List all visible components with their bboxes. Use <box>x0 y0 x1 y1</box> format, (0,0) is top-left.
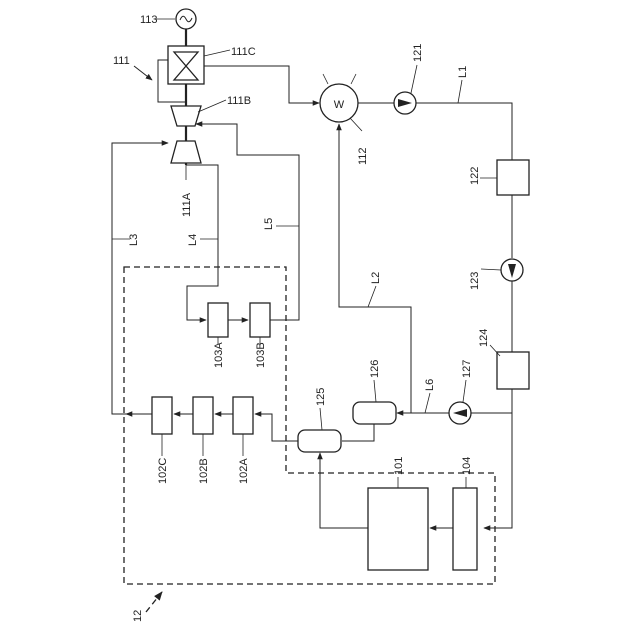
label-111B: 111B <box>227 95 251 107</box>
label-124: 124 <box>478 329 490 347</box>
line-124-down <box>484 389 512 528</box>
label-102A: 102A <box>238 458 250 484</box>
heater-ray-left <box>323 74 328 84</box>
component-124 <box>497 352 529 389</box>
turbine-111B <box>171 106 201 126</box>
heater-ray-right <box>351 74 356 84</box>
leader-111C <box>204 50 230 56</box>
label-122: 122 <box>469 167 481 185</box>
line-125-from-101 <box>320 453 368 528</box>
component-122 <box>497 160 529 195</box>
label-L1: L1 <box>457 66 469 78</box>
leader-126 <box>374 380 376 402</box>
line-111C-to-112 <box>204 66 319 103</box>
label-121: 121 <box>412 44 424 62</box>
component-102B <box>193 397 213 434</box>
heat-exchanger-symbol: W <box>334 99 345 111</box>
component-104 <box>453 488 477 570</box>
label-126: 126 <box>369 360 381 378</box>
component-101 <box>368 488 428 570</box>
label-L5: L5 <box>263 218 275 230</box>
label-111A: 111A <box>181 192 193 217</box>
turbine-111A <box>171 141 201 163</box>
leader-125 <box>320 408 322 430</box>
label-104: 104 <box>461 457 473 475</box>
component-102A <box>233 397 253 434</box>
label-L4: L4 <box>187 234 199 246</box>
component-103A <box>208 303 228 337</box>
label-101: 101 <box>393 457 405 475</box>
leader-12-arrow <box>146 592 162 612</box>
label-125: 125 <box>315 388 327 406</box>
label-111C: 111C <box>231 46 256 58</box>
label-L2: L2 <box>370 272 382 284</box>
leader-123 <box>481 269 501 270</box>
label-102B: 102B <box>198 458 210 484</box>
component-125 <box>298 430 341 452</box>
line-L5 <box>196 124 299 320</box>
label-112: 112 <box>357 147 369 165</box>
line-L3 <box>112 143 168 414</box>
label-12: 12 <box>132 610 144 622</box>
label-103A: 103A <box>213 342 225 368</box>
line-L1 <box>416 103 512 160</box>
leader-127 <box>463 380 466 402</box>
label-123: 123 <box>469 272 481 290</box>
component-102C <box>152 397 172 434</box>
label-L6: L6 <box>424 379 436 391</box>
leader-124 <box>490 345 500 356</box>
component-103B <box>250 303 270 337</box>
label-102C: 102C <box>157 458 169 484</box>
leader-L6 <box>425 393 430 413</box>
component-126 <box>353 402 396 424</box>
line-126-to-125 <box>342 424 374 441</box>
label-127: 127 <box>461 360 473 378</box>
leader-121 <box>411 65 417 93</box>
leader-111B <box>198 100 226 112</box>
enclosure-12 <box>124 267 495 584</box>
line-125-to-102A <box>255 414 298 441</box>
label-113: 113 <box>140 14 158 26</box>
leader-111-arrow <box>134 66 152 80</box>
leader-112 <box>350 118 362 131</box>
label-111: 111 <box>113 55 130 67</box>
leader-L1 <box>458 80 462 103</box>
label-103B: 103B <box>255 342 267 368</box>
label-L3: L3 <box>128 234 140 246</box>
leader-L2 <box>368 286 376 307</box>
